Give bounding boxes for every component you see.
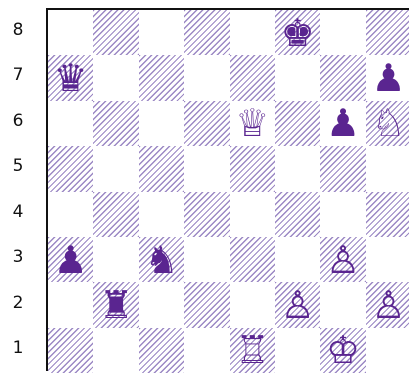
rank-label-1: 1 [8,338,28,358]
square-c2[interactable] [139,282,184,327]
rank-label-4: 4 [8,202,28,222]
square-g5[interactable] [320,146,365,191]
square-a6[interactable] [48,101,93,146]
square-e4[interactable] [230,192,275,237]
white-pawn-f2[interactable]: ♙ [275,282,320,327]
square-h4[interactable] [366,192,409,237]
square-b8[interactable] [93,10,138,55]
black-rook-b2[interactable]: ♜ [93,282,138,327]
rank-label-8: 8 [8,20,28,40]
white-knight-h6[interactable]: ♘ [366,101,409,146]
square-g4[interactable] [320,192,365,237]
rank-label-7: 7 [8,65,28,85]
rank-label-5: 5 [8,156,28,176]
white-king-g1[interactable]: ♔ [320,328,365,373]
black-queen-a7[interactable]: ♛ [48,55,93,100]
square-b7[interactable] [93,55,138,100]
white-queen-e6[interactable]: ♕ [230,101,275,146]
square-e8[interactable] [230,10,275,55]
square-g8[interactable] [320,10,365,55]
square-f4[interactable] [275,192,320,237]
square-d5[interactable] [184,146,229,191]
square-e7[interactable] [230,55,275,100]
square-b1[interactable] [93,328,138,373]
square-d2[interactable] [184,282,229,327]
square-e5[interactable] [230,146,275,191]
square-c5[interactable] [139,146,184,191]
white-rook-e1[interactable]: ♖ [230,328,275,373]
square-c4[interactable] [139,192,184,237]
square-f7[interactable] [275,55,320,100]
square-f5[interactable] [275,146,320,191]
square-d6[interactable] [184,101,229,146]
square-d4[interactable] [184,192,229,237]
square-c6[interactable] [139,101,184,146]
square-b5[interactable] [93,146,138,191]
square-b4[interactable] [93,192,138,237]
square-g2[interactable] [320,282,365,327]
square-e2[interactable] [230,282,275,327]
square-c7[interactable] [139,55,184,100]
square-f1[interactable] [275,328,320,373]
black-pawn-g6[interactable]: ♟ [320,101,365,146]
white-pawn-h2[interactable]: ♙ [366,282,409,327]
rank-label-6: 6 [8,111,28,131]
square-b6[interactable] [93,101,138,146]
square-h1[interactable] [366,328,409,373]
square-a2[interactable] [48,282,93,327]
white-pawn-g3[interactable]: ♙ [320,237,365,282]
square-d7[interactable] [184,55,229,100]
rank-label-3: 3 [8,247,28,267]
black-king-f8[interactable]: ♚ [275,10,320,55]
square-b3[interactable] [93,237,138,282]
square-a5[interactable] [48,146,93,191]
black-pawn-a3[interactable]: ♟ [48,237,93,282]
square-a1[interactable] [48,328,93,373]
black-knight-c3[interactable]: ♞ [139,237,184,282]
square-c1[interactable] [139,328,184,373]
square-d3[interactable] [184,237,229,282]
square-d1[interactable] [184,328,229,373]
square-a8[interactable] [48,10,93,55]
square-f3[interactable] [275,237,320,282]
square-e3[interactable] [230,237,275,282]
square-f6[interactable] [275,101,320,146]
black-pawn-h7[interactable]: ♟ [366,55,409,100]
rank-label-2: 2 [8,293,28,313]
square-h5[interactable] [366,146,409,191]
square-h8[interactable] [366,10,409,55]
square-a4[interactable] [48,192,93,237]
square-c8[interactable] [139,10,184,55]
square-h3[interactable] [366,237,409,282]
chess-board: ♚♛♟♕♟♘♟♞♙♜♙♙♖♔ [46,8,409,371]
square-d8[interactable] [184,10,229,55]
square-g7[interactable] [320,55,365,100]
